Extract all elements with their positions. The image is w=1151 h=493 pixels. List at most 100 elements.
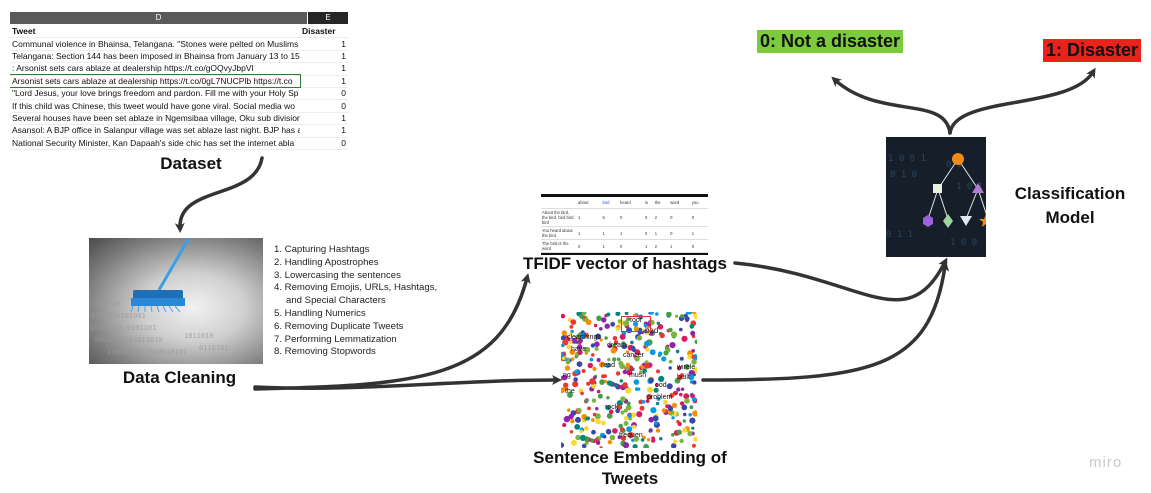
svg-text:0110010101001: 0110010101001 bbox=[91, 312, 146, 320]
arrow-model-to-not-disaster bbox=[831, 76, 952, 135]
wordcloud-word: rock bbox=[605, 404, 619, 411]
disaster-cell: 1 bbox=[300, 75, 348, 88]
wordcloud-dot bbox=[639, 370, 643, 374]
wordcloud-dot bbox=[646, 394, 653, 400]
wordcloud-dot bbox=[663, 350, 669, 356]
arrow-embedding-to-model bbox=[701, 261, 950, 382]
wordcloud-dot bbox=[601, 317, 607, 323]
list-item: 8. Removing Stopwords bbox=[274, 346, 376, 358]
wordcloud-dot bbox=[622, 442, 630, 448]
svg-text:0110101: 0110101 bbox=[199, 344, 229, 352]
wordcloud-dot bbox=[656, 321, 660, 325]
tfidf-header-cell: word bbox=[669, 197, 691, 209]
wordcloud-dot bbox=[688, 413, 692, 417]
wordcloud-dot bbox=[571, 439, 577, 446]
wordcloud-dot bbox=[580, 332, 587, 339]
data-cleaning-label: Data Cleaning bbox=[122, 368, 237, 387]
tfidf-cell: You heard about the bird bbox=[541, 226, 577, 240]
wordcloud-dot bbox=[606, 312, 611, 317]
wordcloud-dot bbox=[641, 400, 646, 404]
wordcloud-word: wirele bbox=[677, 364, 696, 371]
wordcloud-dot bbox=[561, 330, 567, 336]
arrow-tfidf-to-model bbox=[733, 257, 948, 302]
tree-node-square bbox=[933, 184, 942, 193]
wordcloud-dot bbox=[590, 343, 596, 348]
wordcloud-dot bbox=[581, 369, 586, 373]
table-row: Asansol: A BJP office in Salanpur villag… bbox=[10, 124, 348, 138]
wordcloud-dot bbox=[591, 429, 596, 435]
wordcloud-dot bbox=[574, 424, 581, 430]
wordcloud-dot bbox=[625, 387, 632, 394]
wordcloud-dot bbox=[622, 369, 627, 375]
arrow-model-to-disaster bbox=[948, 67, 1096, 135]
tfidf-cell: 0 bbox=[690, 239, 708, 253]
cleaning-steps-list: 1. Capturing Hashtags 2. Handling Apostr… bbox=[274, 244, 437, 359]
wordcloud-dot bbox=[638, 399, 644, 405]
embedding-label-line1: Sentence Embedding of bbox=[533, 448, 727, 467]
list-item: 1. Capturing Hashtags bbox=[274, 244, 370, 255]
svg-text:0010110101011010: 0010110101011010 bbox=[95, 336, 162, 344]
embedding-label-line2: Tweets bbox=[601, 469, 659, 488]
disaster-cell: 1 bbox=[300, 124, 348, 138]
wordcloud-dot bbox=[666, 383, 673, 390]
wordcloud-dot bbox=[604, 323, 610, 329]
tfidf-cell: 1 bbox=[577, 226, 602, 240]
data-cleaning-image: 0110010101001 10100110 0101101 001011010… bbox=[89, 238, 263, 364]
wordcloud-dot bbox=[632, 444, 638, 448]
tfidf-header-cell: about bbox=[577, 197, 602, 209]
wordcloud-dot bbox=[675, 314, 679, 318]
wordcloud-dot bbox=[625, 350, 630, 354]
wordcloud-dot bbox=[679, 401, 685, 406]
tweet-cell: "Lord Jesus, your love brings freedom an… bbox=[10, 87, 300, 101]
wordcloud-dot bbox=[693, 313, 697, 319]
arrow-dataset-to-cleaning bbox=[174, 156, 264, 233]
tfidf-header-cell: bird bbox=[601, 197, 620, 209]
wordcloud-dot bbox=[664, 345, 669, 350]
wordcloud-dot bbox=[561, 313, 566, 319]
wordcloud-dot bbox=[657, 324, 664, 330]
wordcloud-dot bbox=[610, 347, 617, 354]
wordcloud-dot bbox=[620, 435, 627, 441]
disaster-cell: 0 bbox=[300, 87, 348, 101]
table-row: about bird heard is the word you bbox=[541, 197, 708, 209]
wordcloud-dot bbox=[584, 426, 589, 431]
wordcloud-dot bbox=[679, 327, 683, 332]
wordcloud-dot bbox=[630, 345, 636, 351]
wordcloud-dot bbox=[594, 437, 599, 442]
disaster-cell: 1 bbox=[300, 37, 348, 51]
wordcloud-dot bbox=[599, 379, 605, 385]
wordcloud-word: cancer bbox=[623, 352, 645, 359]
wordcloud-dot bbox=[620, 410, 625, 415]
wordcloud-dot bbox=[654, 421, 658, 425]
wordcloud-dot bbox=[675, 349, 680, 354]
wordcloud-word: built bbox=[677, 374, 690, 381]
disaster-cell: 0 bbox=[300, 99, 348, 113]
wordcloud-dot bbox=[671, 416, 675, 420]
table-row: Arsonist sets cars ablaze at dealership … bbox=[10, 74, 348, 89]
wordcloud-dot bbox=[683, 364, 690, 370]
disaster-output: 1: Disaster bbox=[1043, 39, 1142, 62]
tfidf-header-cell: you bbox=[690, 197, 708, 209]
table-row: Several houses have been set ablaze in N… bbox=[10, 112, 348, 126]
wordcloud-dot bbox=[618, 423, 623, 429]
wordcloud-dot bbox=[622, 382, 628, 388]
wordcloud-dot bbox=[619, 385, 623, 389]
table-row: About the bird, the bird, bird bird bird… bbox=[541, 208, 708, 227]
wordcloud-dot bbox=[639, 405, 645, 411]
wordcloud-dot bbox=[689, 323, 695, 329]
wordcloud-dot bbox=[570, 319, 577, 325]
wordcloud-dot bbox=[655, 383, 659, 387]
disaster-cell: 0 bbox=[300, 137, 348, 150]
wordcloud-dot bbox=[620, 396, 626, 402]
arrow-cleaning-to-tfidf bbox=[253, 273, 531, 391]
wordcloud-dot bbox=[670, 443, 677, 448]
wordcloud-dot bbox=[608, 344, 612, 349]
wordcloud-dot bbox=[579, 429, 583, 434]
wordcloud-dot bbox=[624, 416, 629, 421]
wordcloud-dot bbox=[575, 416, 581, 423]
wordcloud-dot bbox=[568, 340, 573, 344]
tweet-cell: : Arsonist sets cars ablaze at dealershi… bbox=[10, 62, 300, 76]
wordcloud-dot bbox=[566, 344, 572, 350]
wordcloud-dot bbox=[573, 377, 578, 382]
tweet-cell: Asansol: A BJP office in Salanpur villag… bbox=[10, 124, 300, 138]
